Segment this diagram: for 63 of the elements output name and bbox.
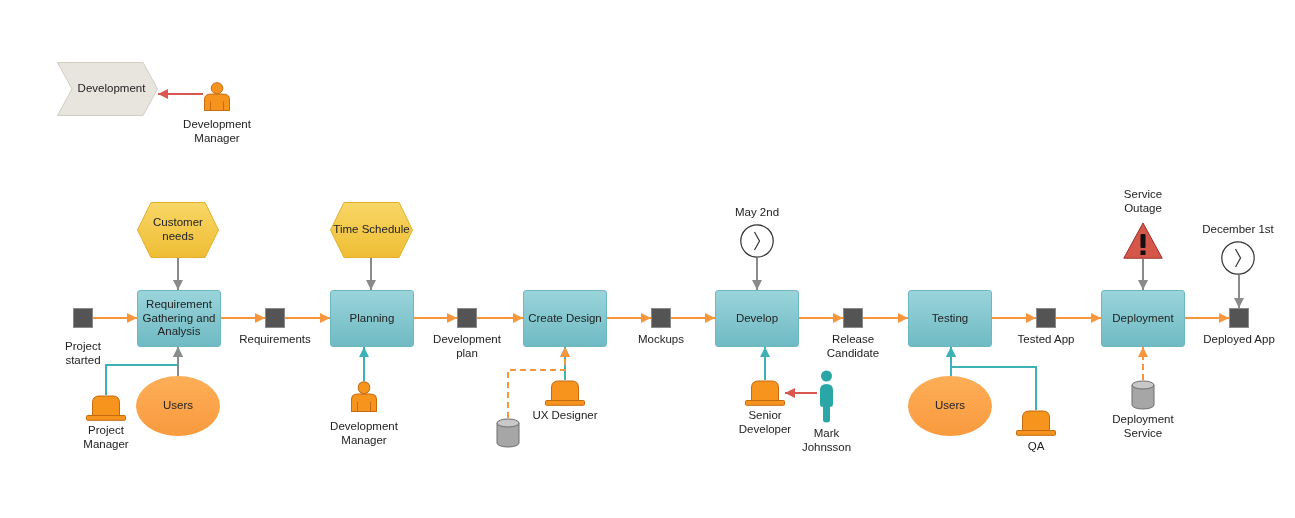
arrow xyxy=(92,313,138,323)
arrow xyxy=(157,89,204,99)
node-caption: Deployment Service xyxy=(1111,413,1175,441)
arrow xyxy=(670,313,716,323)
arrow xyxy=(784,388,818,398)
arrow xyxy=(413,313,458,323)
arrow xyxy=(1138,258,1148,291)
node-caption: Deployed App xyxy=(1203,333,1275,347)
process-box xyxy=(330,290,414,347)
node-label: Customer needs xyxy=(152,216,204,244)
arrow xyxy=(476,313,524,323)
node-label: Deployment xyxy=(1112,311,1174,326)
arrow xyxy=(284,313,331,323)
arrow xyxy=(1234,274,1244,309)
node-caption: Development Manager xyxy=(329,420,399,448)
node-label: Development xyxy=(77,82,146,96)
arrow xyxy=(1184,313,1230,323)
arrow xyxy=(606,313,652,323)
node-caption: Release Candidate xyxy=(825,333,881,361)
node-caption: Project Manager xyxy=(82,424,130,452)
chevron-shape xyxy=(57,62,158,116)
node-caption: May 2nd xyxy=(734,206,780,220)
node-label: Planning xyxy=(349,311,395,326)
dashed-arrow xyxy=(1138,346,1148,381)
node-label: Create Design xyxy=(528,311,602,326)
node-caption: UX Designer xyxy=(532,409,598,423)
node-label: Time Schedule xyxy=(333,223,410,237)
arrow xyxy=(1055,313,1102,323)
node-label: Users xyxy=(163,399,193,413)
node-label: Users xyxy=(935,399,965,413)
node-caption: Mark Johnsson xyxy=(800,427,853,455)
dashed-arrow xyxy=(507,346,570,419)
arrow xyxy=(173,346,183,377)
arrow xyxy=(862,313,909,323)
arrow xyxy=(991,313,1037,323)
arrow xyxy=(752,257,762,291)
node-caption: Tested App xyxy=(1017,333,1075,347)
node-caption: Development Manager xyxy=(182,118,252,146)
node-caption: Requirements xyxy=(239,333,311,347)
node-caption: Senior Developer xyxy=(737,409,793,437)
hexagon-shape xyxy=(330,202,413,258)
node-label: Requirement Gathering and Analysis xyxy=(141,297,217,340)
arrow xyxy=(220,313,266,323)
node-label: Testing xyxy=(931,311,969,326)
arrow xyxy=(760,346,770,381)
process-box xyxy=(523,290,607,347)
hexagon-shape xyxy=(137,202,219,258)
node-caption: Project started xyxy=(64,340,102,368)
node-caption: Development plan xyxy=(432,333,502,361)
node-caption: QA xyxy=(1027,440,1045,454)
arrow xyxy=(366,257,376,291)
node-label: Develop xyxy=(735,311,779,326)
arrow xyxy=(359,346,369,382)
node-caption: December 1st xyxy=(1202,223,1274,237)
arrow xyxy=(173,257,183,291)
process-box xyxy=(908,290,992,347)
node-caption: Mockups xyxy=(638,333,684,347)
node-caption: Service Outage xyxy=(1122,188,1164,216)
process-box xyxy=(137,290,221,347)
arrow xyxy=(798,313,844,323)
arrow xyxy=(946,346,1037,411)
process-box xyxy=(1101,290,1185,347)
process-box xyxy=(715,290,799,347)
